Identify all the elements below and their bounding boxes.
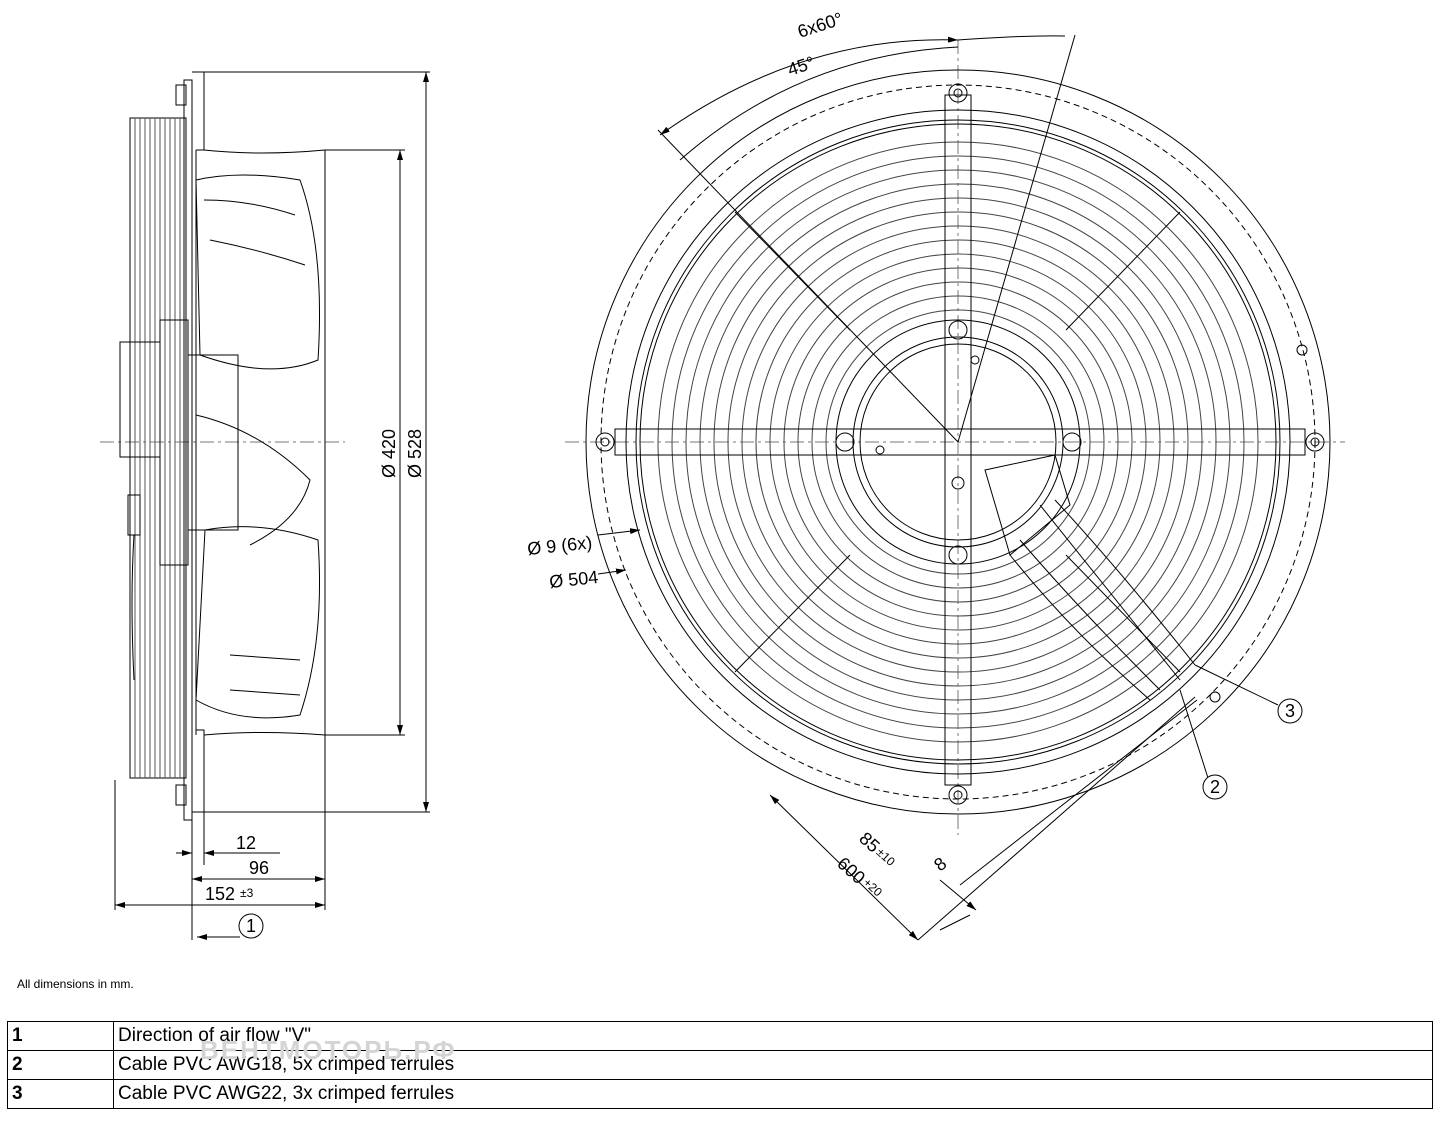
dim-504: Ø 504 — [548, 567, 599, 592]
dim-hole: Ø 9 (6x) — [526, 532, 593, 559]
callout-1-label: 1 — [246, 916, 256, 936]
legend-number: 3 — [7, 1079, 114, 1109]
dim-6x60: 6x60° — [795, 8, 845, 41]
dim-600-tolerance: +20 — [860, 875, 885, 899]
side-view-dimensions — [114, 71, 430, 940]
dim-85-tolerance: ±10 — [874, 845, 898, 869]
legend-number: 1 — [7, 1021, 114, 1051]
dim-96: 96 — [249, 858, 269, 878]
legend-table: 1 Direction of air flow "V" 2 Cable PVC … — [7, 1021, 1433, 1109]
callout-2: 2 — [1202, 774, 1228, 800]
legend-number: 2 — [7, 1050, 114, 1080]
front-view-dimensions — [597, 34, 1279, 941]
legend-row: 3 Cable PVC AWG22, 3x crimped ferrules — [7, 1079, 1433, 1109]
dim-8: 8 — [930, 853, 950, 875]
callout-3-label: 3 — [1285, 701, 1295, 721]
technical-drawing: Ø 420 Ø 528 12 96 152 ±3 1 — [100, 8, 1345, 941]
callout-1: 1 — [238, 913, 264, 939]
dim-45: 45° — [785, 52, 817, 79]
dim-152-tolerance: ±3 — [240, 886, 254, 900]
dim-152: 152 — [205, 884, 235, 904]
legend-text: Direction of air flow "V" — [113, 1021, 1433, 1051]
dimensions-note: All dimensions in mm. — [17, 977, 134, 991]
callout-3: 3 — [1277, 698, 1303, 724]
dim-528: Ø 528 — [405, 429, 425, 478]
legend-text: Cable PVC AWG22, 3x crimped ferrules — [113, 1079, 1433, 1109]
dim-420: Ø 420 — [379, 429, 399, 478]
watermark: ВЕНТМОТОРЬ.РФ — [200, 1035, 457, 1065]
side-view — [100, 71, 345, 821]
front-view — [565, 40, 1345, 835]
callout-2-label: 2 — [1210, 777, 1220, 797]
legend-row: 2 Cable PVC AWG18, 5x crimped ferrules — [7, 1050, 1433, 1080]
dim-12: 12 — [236, 833, 256, 853]
mounting-holes — [595, 83, 1325, 805]
